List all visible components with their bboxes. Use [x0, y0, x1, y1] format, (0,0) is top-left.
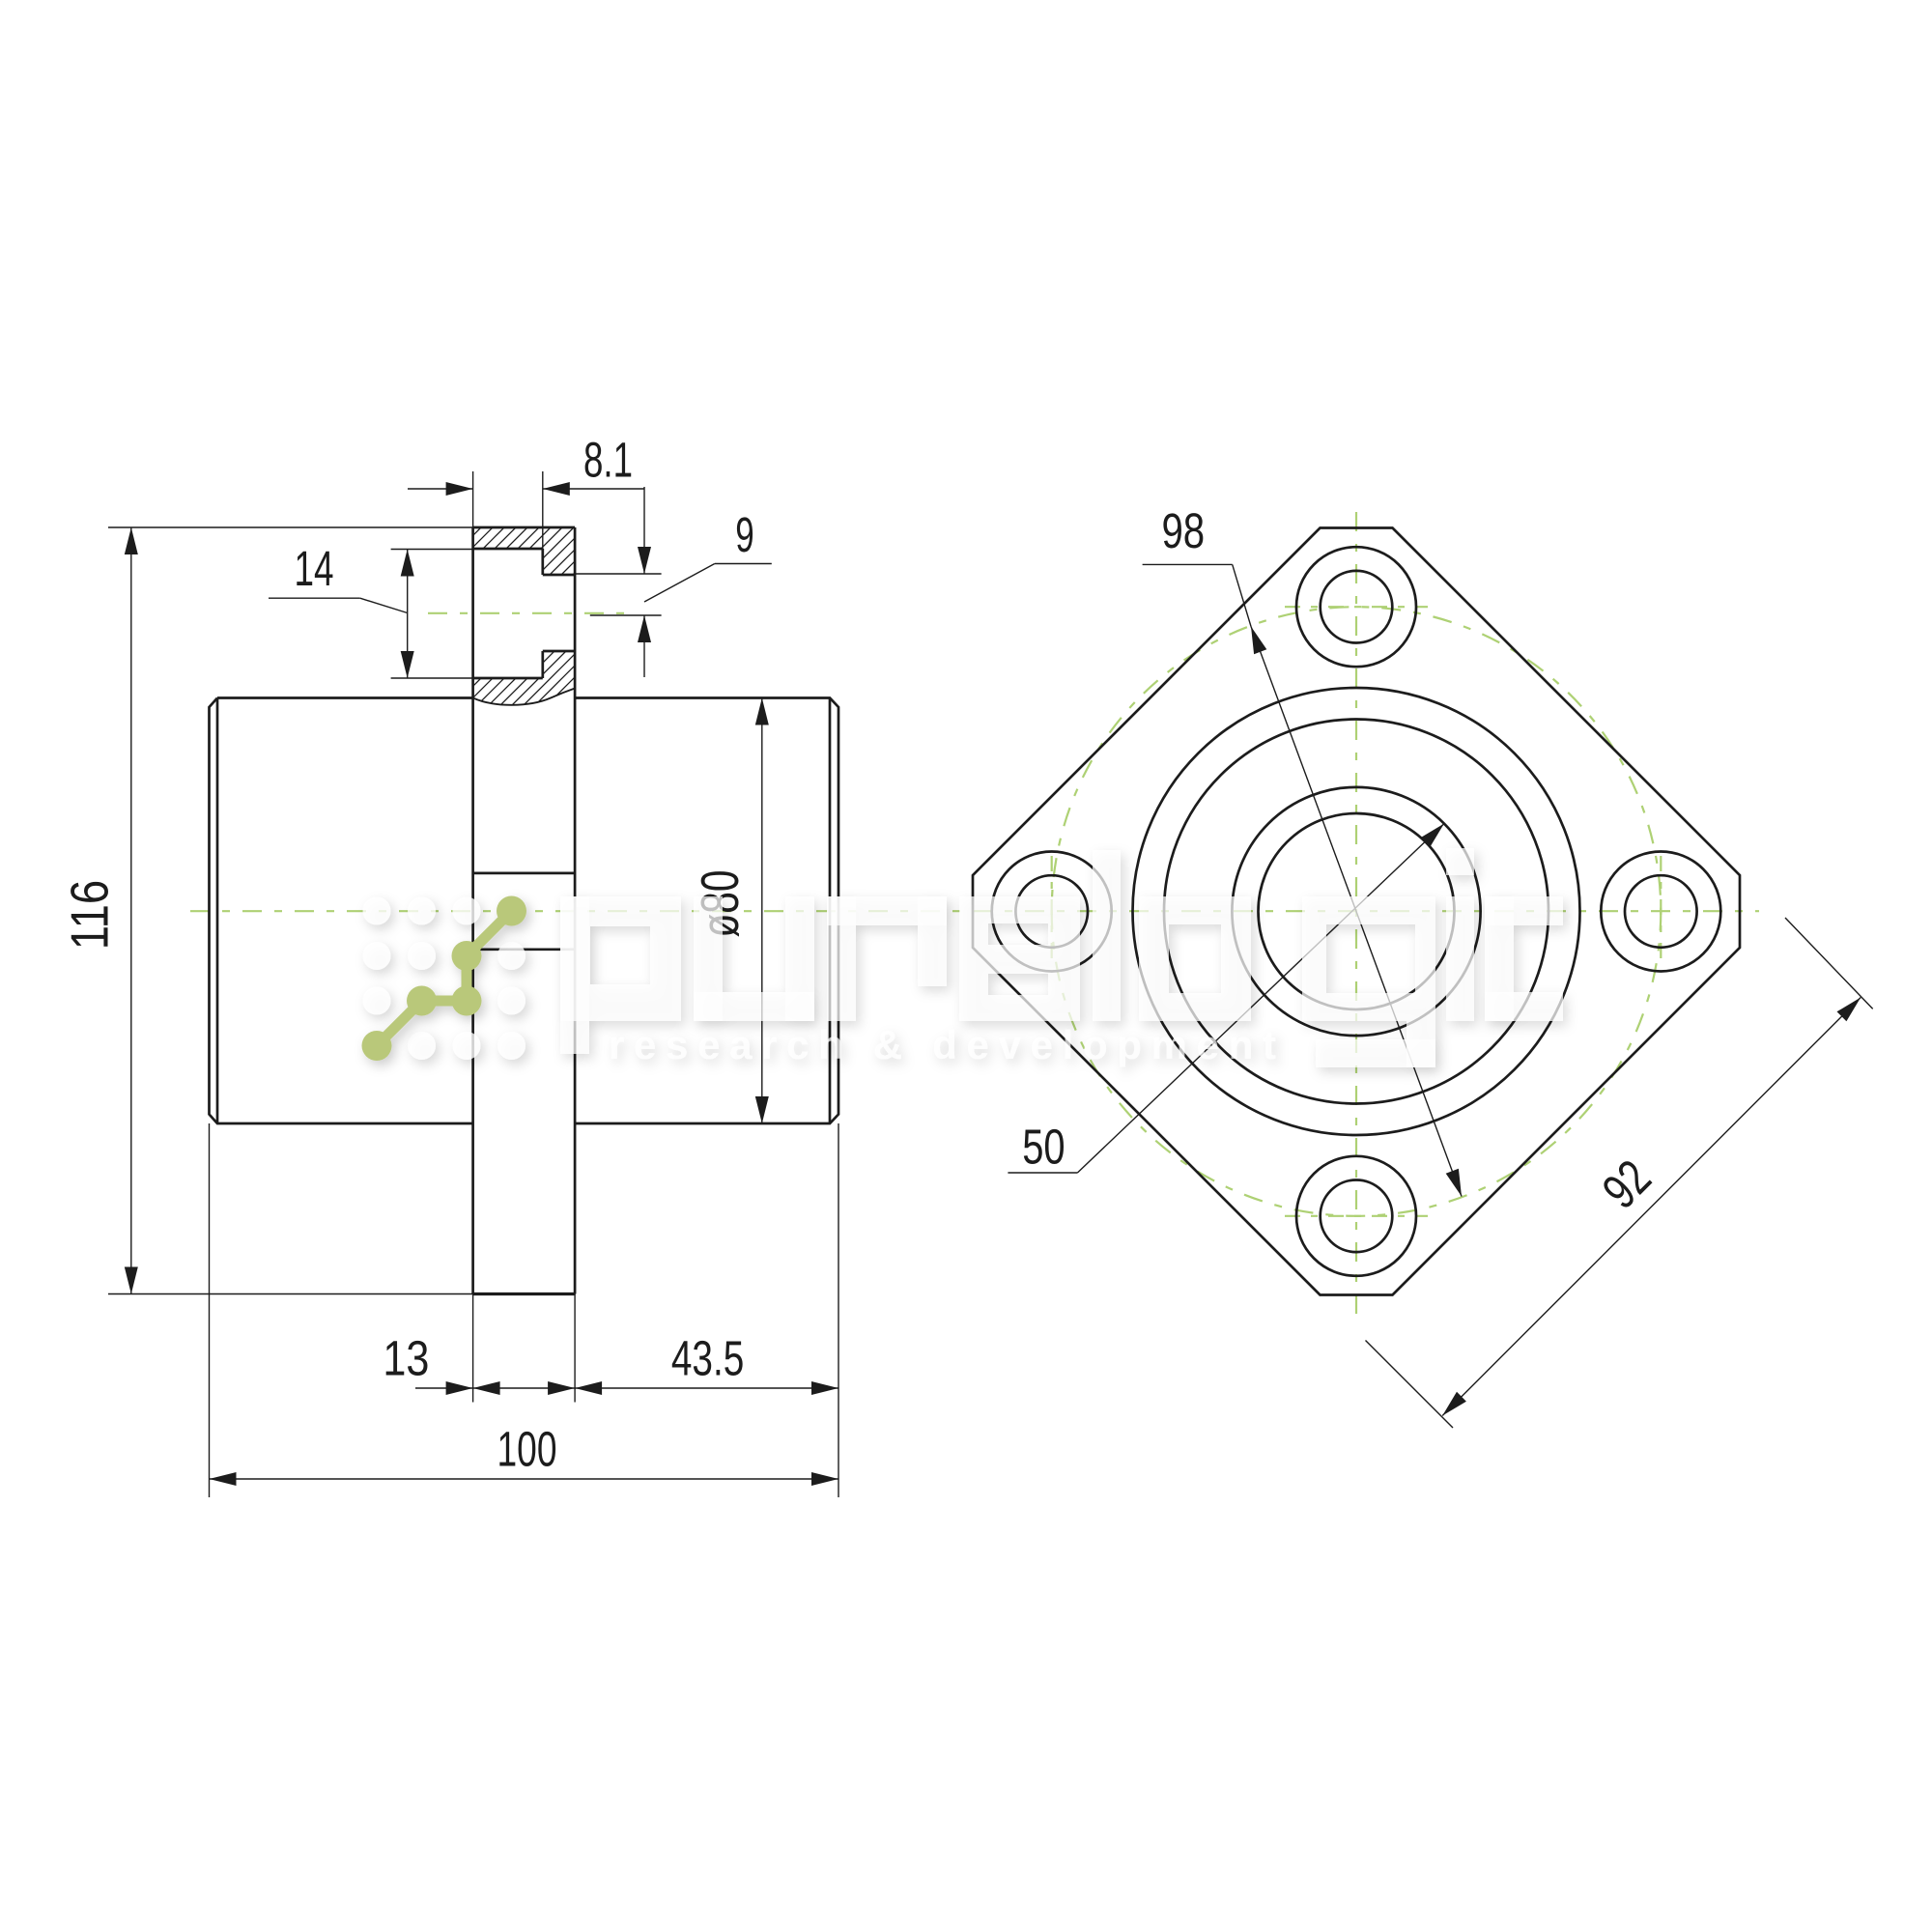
svg-text:100: 100 — [497, 1422, 557, 1477]
svg-text:116: 116 — [59, 880, 119, 950]
svg-text:50: 50 — [1022, 1120, 1065, 1175]
svg-text:98: 98 — [1161, 503, 1205, 558]
svg-text:14: 14 — [295, 541, 334, 596]
svg-text:9: 9 — [735, 507, 754, 562]
svg-text:research & development: research & development — [609, 1022, 1276, 1067]
svg-text:8.1: 8.1 — [583, 432, 633, 487]
svg-text:43.5: 43.5 — [671, 1330, 744, 1385]
svg-text:13: 13 — [383, 1330, 429, 1385]
